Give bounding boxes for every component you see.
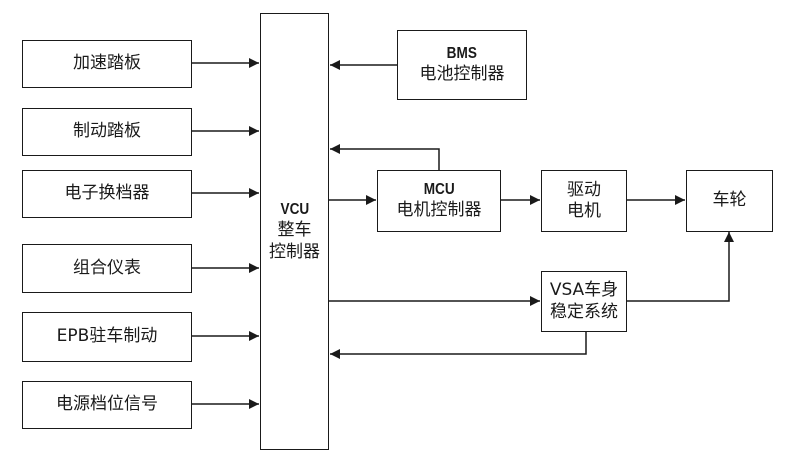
input-label: 加速踏板 xyxy=(73,53,141,74)
motor-line2: 电机 xyxy=(567,201,601,221)
input-label: 组合仪表 xyxy=(73,257,141,278)
mcu-box: MCU 电机控制器 xyxy=(377,170,501,232)
vcu-box: VCU 整车 控制器 xyxy=(260,13,329,450)
vcu-name-line1: 整车 xyxy=(277,220,312,241)
input-accel-pedal: 加速踏板 xyxy=(22,40,192,88)
input-instrument-cluster: 组合仪表 xyxy=(22,244,192,293)
edge-mcu-to-vcu xyxy=(330,144,440,170)
input-e-shifter: 电子换档器 xyxy=(22,170,192,218)
mcu-name: 电机控制器 xyxy=(396,200,482,221)
edge-vsa-to-wheel xyxy=(626,232,734,302)
vsa-box: VSA车身 稳定系统 xyxy=(541,271,627,332)
vsa-line2: 稳定系统 xyxy=(550,301,618,322)
input-power-gear-signal: 电源档位信号 xyxy=(22,381,192,429)
wheel-box: 车轮 xyxy=(686,170,773,232)
bms-box: BMS 电池控制器 xyxy=(397,30,527,100)
vsa-line1: VSA车身 xyxy=(549,280,619,301)
mcu-abbrev: MCU xyxy=(423,181,455,199)
vcu-abbrev: VCU xyxy=(280,201,309,219)
input-epb: EPB驻车制动 xyxy=(22,312,192,362)
bms-abbrev: BMS xyxy=(446,45,478,63)
drive-motor-box: 驱动 电机 xyxy=(541,170,627,232)
motor-line1: 驱动 xyxy=(567,179,601,200)
input-label: EPB驻车制动 xyxy=(56,326,158,347)
input-label: 制动踏板 xyxy=(73,121,141,142)
bms-name: 电池控制器 xyxy=(419,64,505,85)
input-label: 电子换档器 xyxy=(64,183,150,204)
vcu-name-line2: 控制器 xyxy=(269,241,320,262)
wheel-label: 车轮 xyxy=(712,190,747,211)
input-brake-pedal: 制动踏板 xyxy=(22,108,192,156)
input-label: 电源档位信号 xyxy=(56,394,158,415)
edge-vsa-to-vcu xyxy=(330,331,587,359)
